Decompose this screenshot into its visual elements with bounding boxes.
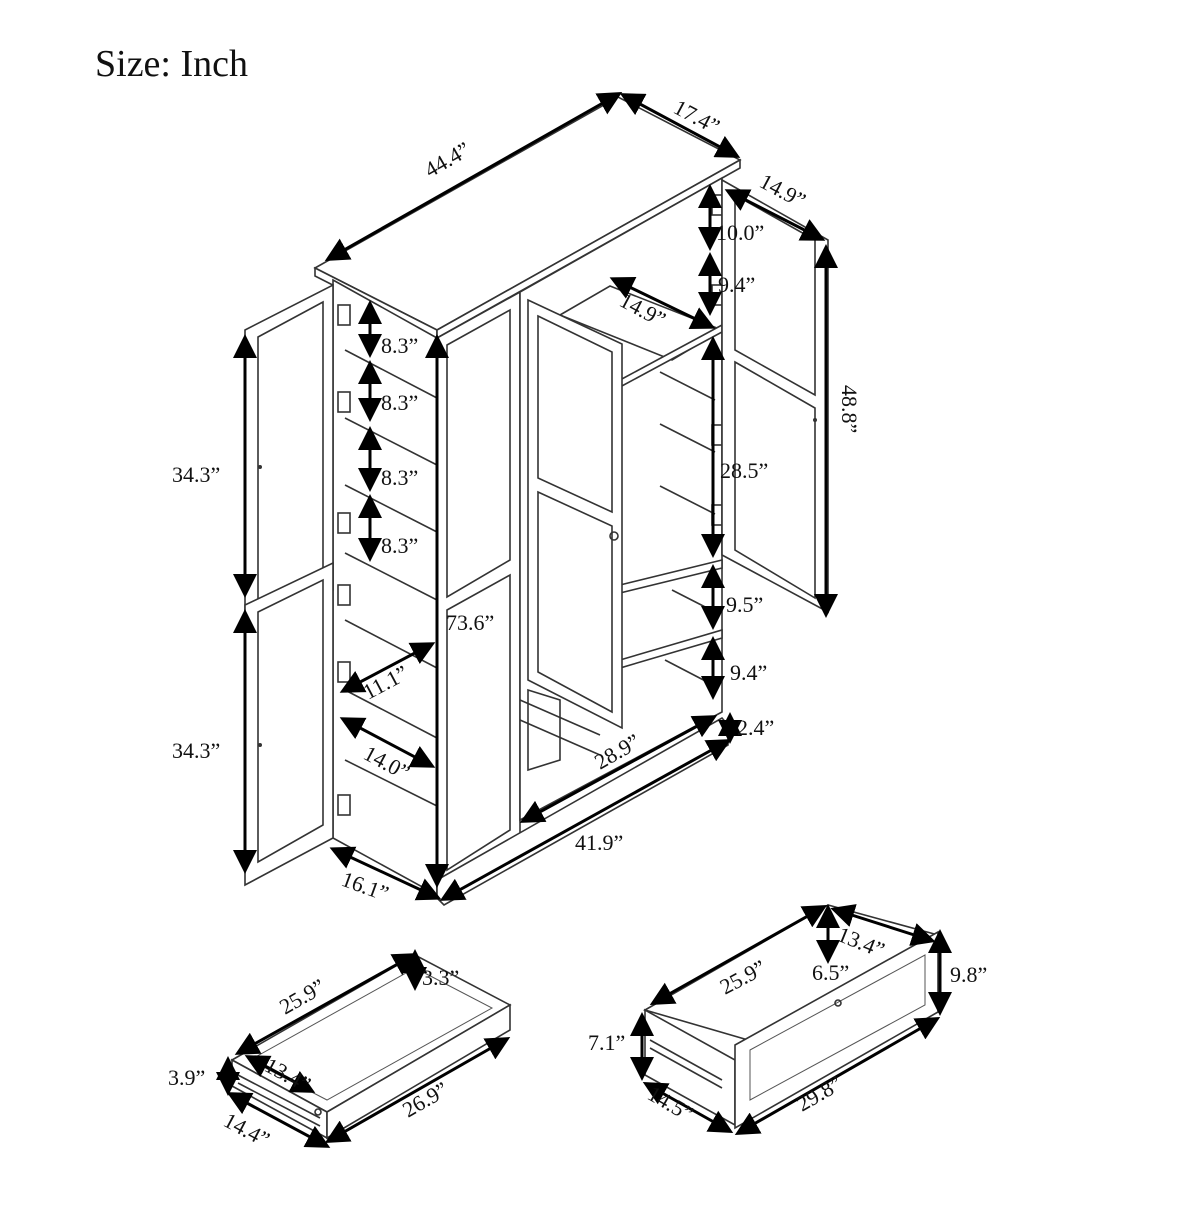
base-width-label: 41.9” — [575, 830, 623, 855]
small-drawer-arrows — [216, 949, 511, 1148]
middle-door — [527, 298, 623, 730]
left-front-panel — [436, 290, 521, 897]
large-drawer-knob — [834, 999, 842, 1007]
middle-door-inset-upper — [537, 314, 613, 514]
left-shelf-3-label: 8.3” — [381, 465, 418, 490]
large-drawer-front-height-label: 9.8” — [950, 962, 987, 987]
left-shelf-4-label: 8.3” — [381, 533, 418, 558]
lower-right-shelf-2-label: 9.4” — [730, 660, 767, 685]
upper-left-door-height-label: 34.3” — [172, 462, 220, 487]
left-shelf-2-label: 8.3” — [381, 390, 418, 415]
top-width-label: 44.4” — [420, 137, 474, 183]
lower-left-door-inset — [257, 578, 324, 864]
base-height-label: 2.4” — [737, 715, 774, 740]
middle-door-inset-lower — [537, 490, 613, 714]
small-drawer — [230, 954, 512, 1140]
right-top-shelf-label: 10.0” — [716, 220, 764, 245]
large-drawer-arrows — [630, 904, 952, 1135]
right-door-height-label: 48.8” — [837, 385, 862, 433]
lower-left-door-height-label: 34.3” — [172, 738, 220, 763]
lower-right-shelf-1-label: 9.5” — [726, 592, 763, 617]
overall-height-label: 73.6” — [446, 610, 494, 635]
dimension-arrows — [233, 92, 838, 901]
hanging-height-label: 28.5” — [720, 458, 768, 483]
small-drawer-height-label: 3.3” — [422, 965, 459, 990]
small-drawer-front-height-label: 3.9” — [168, 1065, 205, 1090]
large-drawer-side-height-label: 7.1” — [588, 1030, 625, 1055]
large-drawer-inner-height-label: 6.5” — [812, 960, 849, 985]
door-knob — [609, 531, 619, 541]
wardrobe-line-art — [244, 96, 829, 906]
right-second-shelf-label: 9.4” — [718, 272, 755, 297]
left-shelf-1-label: 8.3” — [381, 333, 418, 358]
left-body-inner — [332, 278, 438, 897]
page-title: Size: Inch — [95, 43, 249, 85]
